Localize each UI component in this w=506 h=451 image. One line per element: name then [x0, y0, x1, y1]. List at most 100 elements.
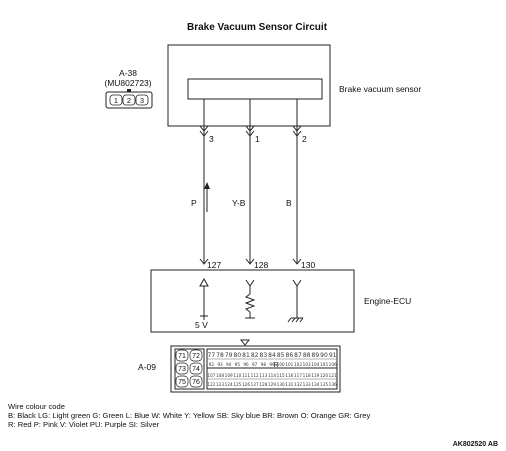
ecu-pin-label: 77	[208, 352, 216, 359]
sensor-label: Brake vacuum sensor	[339, 84, 421, 94]
wire-colour-label: P	[191, 198, 197, 208]
ecu-connector-mid-label: R	[273, 362, 278, 369]
diagram-title: Brake Vacuum Sensor Circuit	[187, 22, 328, 33]
wire-pin3	[199, 99, 209, 265]
ecu-pin-label: 72	[192, 353, 200, 360]
ecu-pin-label: 116	[285, 373, 293, 378]
ecu-pin-number: 127	[207, 260, 221, 270]
legend-line-2: R: Red P: Pink V: Violet PU: Purple SI: …	[8, 420, 160, 429]
ecu-pin-label: 121	[329, 373, 337, 378]
ecu-pin-label: 120	[320, 373, 328, 378]
ecu-pin-label: 112	[251, 373, 259, 378]
wire-colour-label: B	[286, 198, 292, 208]
ecu-pin-label: 111	[242, 373, 250, 378]
ecu-pin-label: 113	[259, 373, 267, 378]
ecu-pin-cell	[189, 375, 203, 388]
supply-voltage-label: 5 V	[195, 320, 208, 330]
ecu-pin-label: 99	[269, 362, 275, 367]
ecu-pin-label: 87	[294, 352, 302, 359]
ecu-pin-label: 132	[294, 382, 302, 387]
sensor-connector-id: A-38	[119, 68, 137, 78]
ecu-pin-label: 90	[320, 352, 328, 359]
ecu-pin-label: 73	[178, 366, 186, 373]
ecu-pin-label: 95	[235, 362, 241, 367]
ecu-pin-label: 109	[225, 373, 233, 378]
wire-pin2	[292, 99, 302, 265]
sensor-pin-number: 1	[255, 134, 260, 144]
ecu-pin-label: 106	[329, 362, 337, 367]
ecu-pin-label: 118	[303, 373, 311, 378]
sensor-connector-pin: 3	[140, 96, 144, 105]
ecu-pin-label: 105	[320, 362, 328, 367]
ecu-pin-label: 110	[233, 373, 241, 378]
ecu-pin-label: 125	[233, 382, 241, 387]
ecu-pin-label: 124	[225, 382, 233, 387]
sensor-element	[187, 78, 323, 100]
ecu-pin-label: 81	[242, 352, 250, 359]
sensor-connector-pin: 1	[114, 96, 118, 105]
ecu-pin-label: 119	[311, 373, 319, 378]
ecu-pin-label: 128	[259, 382, 267, 387]
ecu-pin-label: 94	[226, 362, 232, 367]
ecu-pin-label: 98	[261, 362, 267, 367]
legend-line-1: B: Black LG: Light green G: Green L: Blu…	[8, 411, 370, 420]
ecu-pin-number: 130	[301, 260, 315, 270]
ecu-pin-label: 136	[329, 382, 337, 387]
ecu-pin-label: 100	[277, 362, 285, 367]
ecu-pin-label: 86	[286, 352, 294, 359]
ecu-pin-label: 133	[303, 382, 311, 387]
wire-colour-label: Y-B	[232, 198, 246, 208]
ecu-pin-label: 82	[251, 352, 259, 359]
sensor-box	[167, 44, 331, 127]
ecu-pin-label: 130	[277, 382, 285, 387]
ecu-label: Engine-ECU	[364, 296, 411, 306]
ecu-connector-left-block: 71 72 73 74 75 76	[175, 349, 203, 388]
legend-heading: Wire colour code	[8, 402, 65, 411]
ecu-pin-label: 91	[329, 352, 337, 359]
ecu-pin-label: 84	[268, 352, 276, 359]
ecu-pin-label: 97	[252, 362, 258, 367]
supply-symbol-icon	[199, 277, 209, 320]
ecu-connector-id: A-09	[138, 362, 156, 372]
ecu-pin-label: 123	[216, 382, 224, 387]
resistor-icon	[244, 279, 256, 319]
wire-pin1	[245, 99, 255, 265]
ecu-pin-label: 127	[251, 382, 259, 387]
ecu-pin-cell	[175, 375, 189, 388]
ecu-pin-label: 80	[234, 352, 242, 359]
sensor-pin-number: 2	[302, 134, 307, 144]
ecu-pin-label: 74	[192, 366, 200, 373]
ecu-pin-cell	[189, 349, 203, 362]
ecu-pin-label: 89	[312, 352, 320, 359]
ecu-pin-label: 96	[243, 362, 249, 367]
ecu-pin-label: 126	[242, 382, 250, 387]
ecu-pin-label: 115	[277, 373, 285, 378]
ecu-pin-label: 104	[311, 362, 319, 367]
ecu-pin-label: 108	[216, 373, 224, 378]
ecu-pin-cell	[189, 362, 203, 375]
ecu-pin-label: 103	[303, 362, 311, 367]
ecu-pin-cell	[175, 349, 189, 362]
ecu-pin-label: 117	[294, 373, 302, 378]
ecu-pin-label: 122	[207, 382, 215, 387]
signal-arrow-icon	[204, 182, 210, 212]
ecu-pin-label: 85	[277, 352, 285, 359]
ecu-pin-label: 71	[178, 353, 186, 360]
ecu-pin-label: 102	[294, 362, 302, 367]
ecu-pin-cell	[175, 362, 189, 375]
ecu-pin-label: 78	[216, 352, 224, 359]
ecu-pin-label: 79	[225, 352, 233, 359]
ecu-pin-label: 131	[285, 382, 293, 387]
sensor-connector-pin: 2	[127, 96, 131, 105]
ecu-pin-label: 75	[178, 379, 186, 386]
ground-icon	[287, 279, 304, 323]
sensor-pin-number: 3	[209, 134, 214, 144]
ecu-pin-label: 76	[192, 379, 200, 386]
ecu-pin-label: 134	[311, 382, 319, 387]
ecu-pin-label: 93	[217, 362, 223, 367]
ecu-box	[150, 269, 355, 333]
ecu-pin-label: 88	[303, 352, 311, 359]
ecu-pin-label: 107	[207, 373, 215, 378]
